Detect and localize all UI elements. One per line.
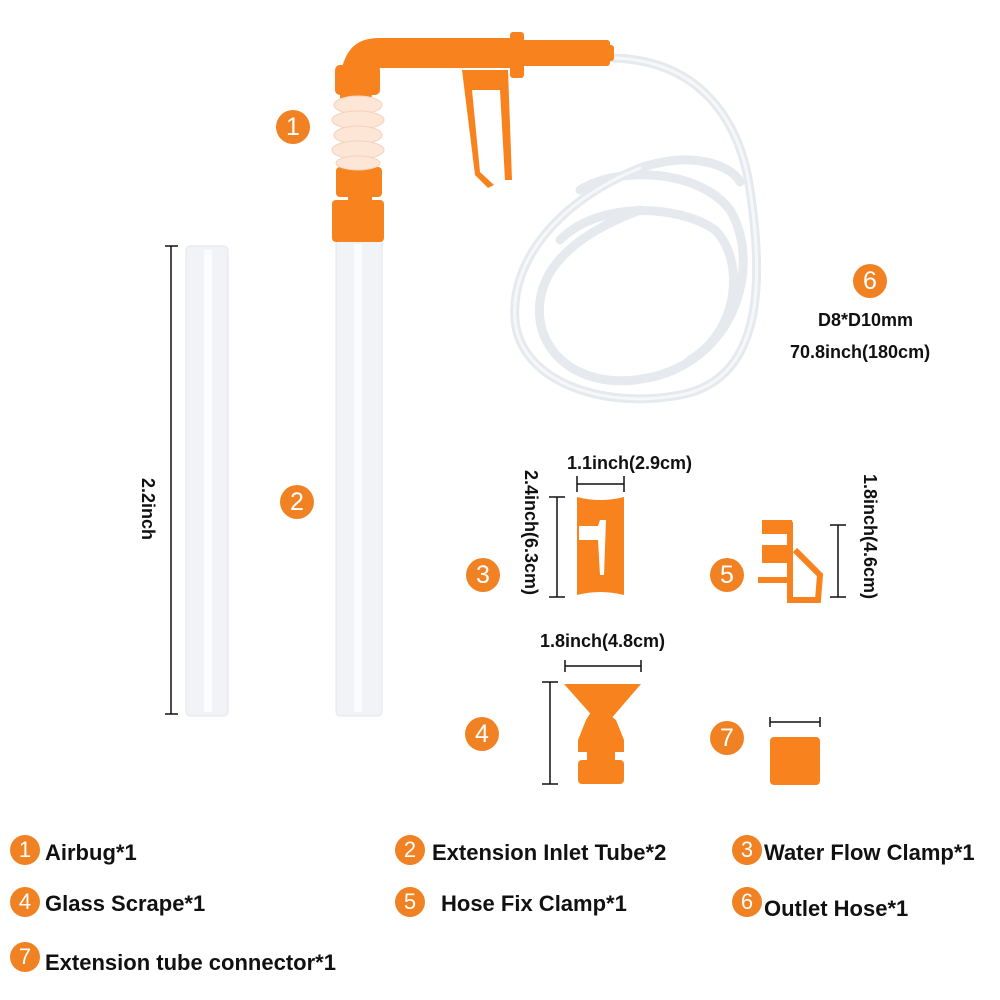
legend-badge-6: 6 (732, 887, 762, 917)
legend-label-hose-fix-clamp: Hose Fix Clamp*1 (441, 891, 627, 916)
callout-badge-6: 6 (853, 264, 887, 298)
callout-badge-7: 7 (710, 721, 744, 755)
legend-badge-1: 1 (10, 835, 40, 865)
legend-badge-3: 3 (732, 835, 762, 865)
connector-drawing (770, 737, 820, 785)
bellows-drawing (331, 95, 385, 171)
scraper-width-label: 1.8inch(4.8cm) (540, 631, 666, 651)
legend-badge-5: 5 (395, 887, 425, 917)
legend-label-extension-tube-connector: Extension tube connector*1 (45, 950, 336, 975)
glass-scrape-drawing (564, 684, 641, 784)
hose-length-label: 70.8inch(180cm) (790, 342, 931, 362)
water-flow-clamp-drawing (577, 497, 624, 595)
legend-badge-2: 2 (395, 835, 425, 865)
airbug-drawing (332, 32, 614, 242)
legend-badge-7: 7 (10, 942, 40, 972)
callout-badge-2: 2 (280, 485, 314, 519)
legend-label-outlet-hose: Outlet Hose*1 (764, 896, 909, 921)
tube-length-label: 2.2inch (138, 478, 158, 541)
legend-label-water-flow-clamp: Water Flow Clamp*1 (764, 840, 975, 865)
dimension-lines (165, 245, 846, 785)
legend-label-airbug: Airbug*1 (45, 840, 137, 865)
hose-diameter-label: D8*D10mm (818, 310, 914, 330)
legend-badge-4: 4 (10, 887, 40, 917)
legend-label-glass-scrape: Glass Scrape*1 (45, 891, 206, 916)
callout-badge-5: 5 (710, 558, 744, 592)
clamp3-width-label: 1.1inch(2.9cm) (567, 453, 693, 473)
legend-label-extension-inlet-tube: Extension Inlet Tube*2 (432, 840, 667, 865)
callout-badge-1: 1 (276, 110, 310, 144)
clamp3-height-label: 2.4inch(6.3cm) (521, 470, 541, 596)
callout-badge-4: 4 (465, 717, 499, 751)
clamp5-height-label: 1.8inch(4.6cm) (860, 474, 880, 600)
callout-badge-3: 3 (466, 558, 500, 592)
